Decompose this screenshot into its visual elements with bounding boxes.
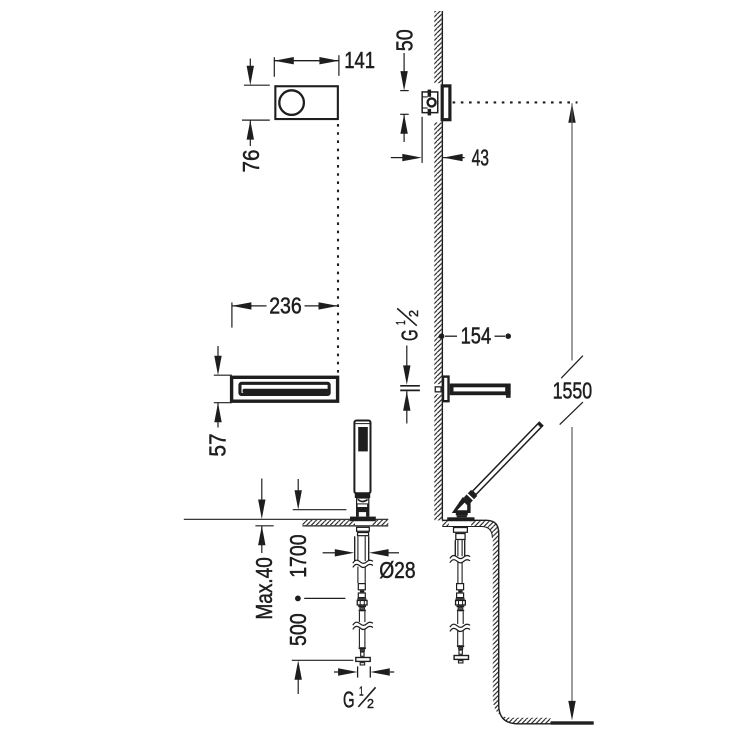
svg-text:Ø28: Ø28: [379, 557, 415, 583]
svg-text:1700: 1700: [285, 534, 311, 577]
svg-text:1: 1: [359, 683, 364, 698]
svg-text:500: 500: [285, 613, 311, 646]
svg-text:43: 43: [472, 145, 489, 171]
svg-text:50: 50: [392, 29, 418, 51]
svg-text:Max.40: Max.40: [251, 557, 277, 619]
svg-text:2: 2: [406, 310, 421, 317]
svg-text:2: 2: [367, 696, 374, 711]
svg-text:1: 1: [393, 320, 408, 325]
svg-text:1550: 1550: [553, 378, 593, 404]
svg-text:G: G: [396, 329, 422, 341]
svg-text:141: 141: [344, 47, 375, 73]
svg-text:154: 154: [461, 322, 492, 348]
svg-text:G: G: [343, 687, 355, 713]
svg-text:57: 57: [204, 433, 230, 456]
svg-text:76: 76: [238, 150, 264, 173]
svg-text:236: 236: [269, 292, 302, 318]
